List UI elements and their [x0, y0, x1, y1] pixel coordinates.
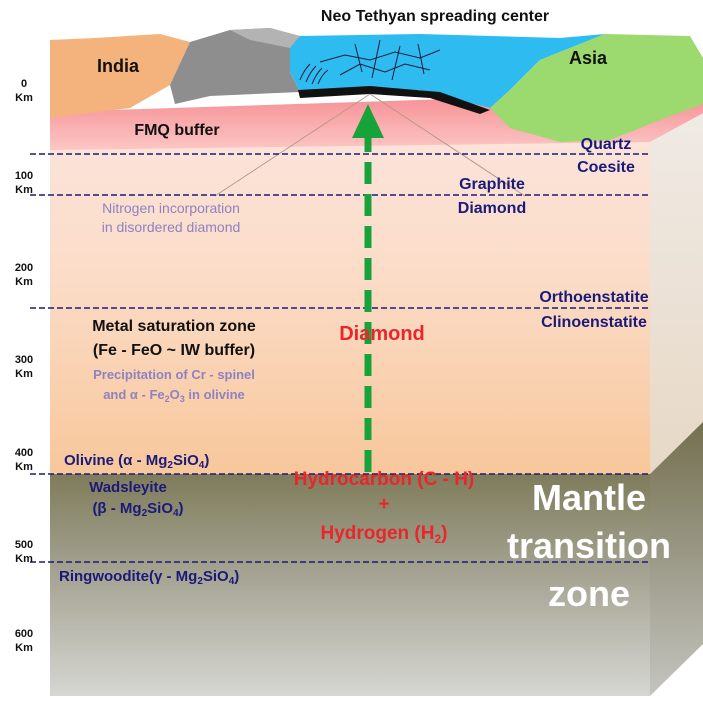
crust-highlight: [230, 28, 300, 48]
coesite-label: Coesite: [577, 159, 635, 176]
upper-mantle-body: [50, 118, 650, 474]
metal-zone-title: Metal saturation zone: [92, 318, 256, 335]
precip-note-line2: and α - Fe2O3 in olivine: [103, 387, 245, 404]
clinoenstatite-label: Clinoenstatite: [541, 314, 647, 331]
metal-saturation-zone: Metal saturation zone (Fe - FeO ~ IW buf…: [92, 318, 256, 359]
mtz-label-line2: transition: [507, 525, 671, 566]
hydrocarbon-label: Hydrocarbon (C - H): [294, 469, 475, 490]
oceanic-slab: [298, 86, 490, 114]
hydrogen-label: Hydrogen (H2): [320, 523, 447, 546]
mantle-transition-zone-label: Mantle transition zone: [507, 477, 671, 614]
mtz-label-line1: Mantle: [532, 477, 646, 518]
olivine-label: Olivine (α - Mg2SiO4): [64, 452, 209, 471]
ridge-faults: [299, 39, 441, 85]
nitrogen-note: Nitrogen incorporation in disordered dia…: [102, 200, 241, 235]
plus-sign: +: [378, 494, 389, 515]
india-plate: [50, 34, 190, 118]
depth-axis: 0 Km 100 Km 200 Km 300 Km 400 Km 500 Km …: [15, 78, 33, 654]
wadsleyite-label: Wadsleyite: [89, 479, 167, 496]
depth-tick-100: 100: [15, 170, 33, 182]
diagram-title: Neo Tethyan spreading center: [321, 8, 549, 25]
depth-tick-600: 600: [15, 628, 33, 640]
mantle-transition-zone-side: [650, 421, 703, 696]
graphite-label: Graphite: [459, 176, 525, 193]
fmq-buffer-label: FMQ buffer: [134, 122, 219, 139]
nitrogen-note-line2: in disordered diamond: [102, 219, 241, 235]
diamond-phase-label: Diamond: [458, 200, 526, 217]
depth-tick-200: 200: [15, 262, 33, 274]
depth-unit-0: Km: [15, 92, 33, 104]
depth-unit-300: Km: [15, 368, 33, 380]
diamond-label: Diamond: [339, 323, 425, 345]
diamond-field-line-right: [369, 93, 526, 197]
mtz-label-line3: zone: [548, 573, 630, 614]
depth-tick-400: 400: [15, 447, 33, 459]
nitrogen-note-line1: Nitrogen incorporation: [102, 200, 240, 216]
diamond-ascent-arrowhead: [352, 104, 384, 138]
depth-tick-500: 500: [15, 539, 33, 551]
orthoenstatite-label: Orthoenstatite: [539, 289, 648, 306]
mantle-transition-zone: [50, 474, 650, 696]
india-label: India: [97, 56, 140, 76]
depth-unit-400: Km: [15, 461, 33, 473]
wadsleyite-formula: (β - Mg2SiO4): [92, 500, 183, 519]
asia-plate: [490, 34, 703, 142]
phase-boundaries: [30, 153, 650, 563]
phase-boundary-labels: Quartz Coesite Graphite Diamond Orthoens…: [458, 136, 649, 331]
depth-unit-600: Km: [15, 642, 33, 654]
asia-label: Asia: [569, 48, 608, 68]
crust-block: [170, 28, 300, 104]
depth-unit-500: Km: [15, 553, 33, 565]
metal-zone-buffer: (Fe - FeO ~ IW buffer): [93, 342, 255, 359]
precip-note-line1: Precipitation of Cr - spinel: [93, 367, 255, 382]
ringwoodite-label: Ringwoodite(γ - Mg2SiO4): [59, 568, 239, 587]
depth-tick-300: 300: [15, 354, 33, 366]
quartz-label: Quartz: [581, 136, 632, 153]
diamond-field-line-left: [214, 93, 371, 197]
depth-tick-0: 0: [21, 78, 27, 90]
depth-unit-200: Km: [15, 276, 33, 288]
upper-mantle-side: [650, 62, 703, 474]
depth-unit-100: Km: [15, 184, 33, 196]
